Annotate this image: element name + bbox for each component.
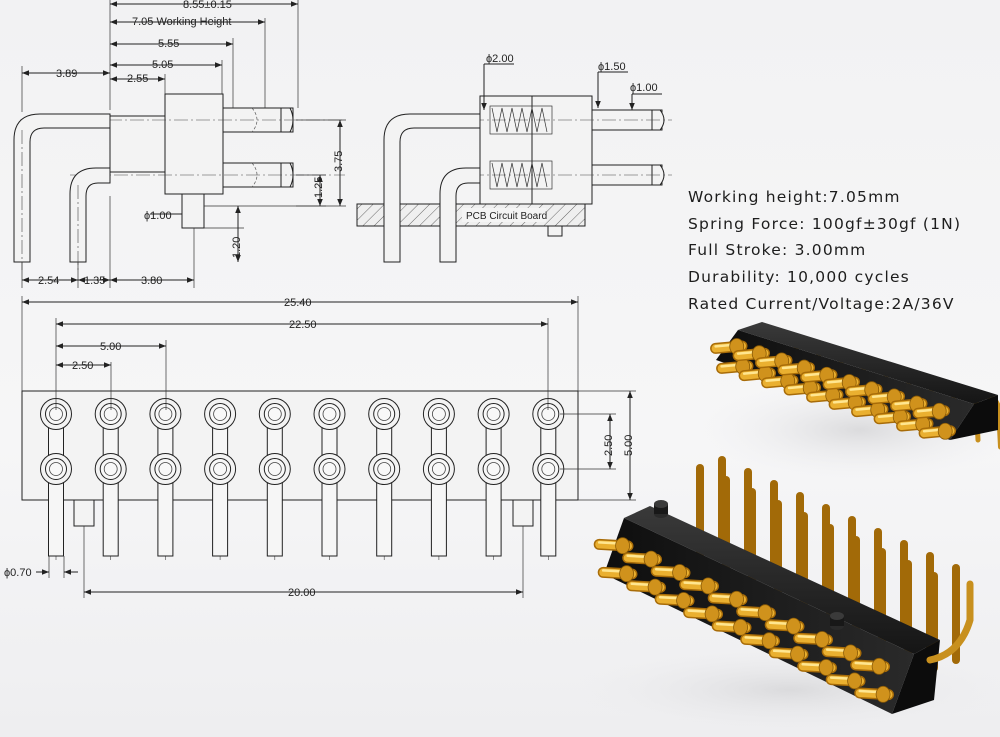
dim-phi-1-00-b: ϕ1.00	[630, 82, 658, 94]
front-post-right	[512, 499, 534, 527]
product-render-top	[700, 322, 1000, 480]
spec-full-stroke: Full Stroke: 3.00mm	[688, 241, 867, 260]
gold-pin	[851, 401, 889, 419]
dim-phi-1-50: ϕ1.50	[598, 61, 626, 73]
gold-pin	[654, 592, 695, 609]
dim-phi-0-70: ϕ0.70	[4, 567, 32, 579]
front-pin-column	[258, 398, 291, 560]
front-pin-column	[422, 398, 455, 560]
dim-2-54: 2.54	[38, 275, 59, 287]
dim-25-40: 25.40	[284, 297, 312, 309]
gold-pin	[716, 358, 754, 375]
dim-5-55: 5.55	[158, 38, 179, 50]
gold-pin	[768, 645, 809, 663]
dim-3-89: 3.89	[56, 68, 77, 80]
front-pin-column	[40, 398, 72, 560]
spec-durability: Durability: 10,000 cycles	[688, 268, 910, 287]
front-pin-column	[149, 398, 182, 560]
side-tail-upper	[13, 113, 111, 263]
dim-2-50: 2.50	[72, 360, 93, 372]
gold-pin	[711, 618, 752, 636]
spec-list: Working height:7.05mm Spring Force: 100g…	[688, 184, 961, 318]
front-pin-column	[368, 398, 401, 560]
gold-pin	[783, 379, 821, 397]
gold-pin	[896, 415, 934, 433]
dim-1-20: 1.20	[231, 237, 243, 258]
dim-22-50: 22.50	[289, 319, 317, 331]
gold-pin	[793, 631, 833, 648]
insulator-top-face	[738, 322, 998, 404]
insulator-top-face-b	[624, 506, 940, 654]
dim-5-00: 5.00	[100, 341, 121, 353]
gold-pin	[912, 402, 950, 420]
dim-3-75: 3.75	[333, 151, 345, 172]
spec-spring-force: Spring Force: 100gf±30gf (1N)	[688, 214, 962, 233]
gold-pin	[679, 577, 719, 595]
gold-pin	[736, 604, 776, 622]
pcb-label: PCB Circuit Board	[466, 211, 547, 222]
gold-pin	[873, 408, 911, 426]
front-view: 25.40 22.50 5.00 2.50 2.50 5.00 ϕ0.70 20…	[4, 296, 636, 599]
front-pin-column	[313, 398, 346, 560]
gold-pin	[683, 605, 723, 623]
gold-pin	[854, 685, 894, 703]
front-pin-column	[204, 398, 237, 560]
dim-phi-2-00: ϕ2.00	[486, 53, 514, 65]
gold-pin	[821, 644, 862, 662]
gold-pin	[828, 394, 866, 411]
gold-pin	[797, 659, 837, 676]
front-pin-column	[532, 398, 565, 560]
dim-overall: 8.55±0.15	[183, 0, 232, 11]
spec-working-height: Working height:7.05mm	[688, 188, 901, 206]
gold-pin	[622, 550, 662, 568]
product-render-bottom	[570, 456, 1000, 735]
side-tail-lower	[69, 167, 111, 263]
gold-pin	[593, 537, 634, 555]
dim-working-height: 7.05 Working Height	[132, 16, 231, 28]
side-view: 8.55±0.15 7.05 Working Height 5.55 5.05 …	[13, 0, 346, 288]
dim-phi-1-00: ϕ1.00	[144, 210, 172, 222]
dim-2-55: 2.55	[127, 73, 148, 85]
dim-5-00-v: 5.00	[623, 435, 635, 456]
gold-pin	[650, 564, 691, 581]
front-pin-column	[477, 398, 510, 560]
dim-1-35: 1.35	[84, 275, 105, 287]
side-housing-back	[109, 115, 166, 173]
gold-pin	[850, 657, 890, 675]
gold-pin	[777, 359, 815, 377]
gold-pin	[707, 590, 748, 608]
front-pin-column	[94, 398, 127, 560]
spec-rated: Rated Current/Voltage:2A/36V	[688, 294, 955, 313]
section-view: PCB Circuit Board ϕ2.00 ϕ1.50 ϕ1.00	[356, 53, 672, 263]
front-post-left	[73, 499, 95, 527]
gold-pin	[740, 632, 780, 650]
gold-pin	[626, 578, 666, 596]
dim-3-80: 3.80	[141, 275, 162, 287]
gold-pin	[825, 672, 866, 690]
dim-2-50-v: 2.50	[603, 435, 615, 456]
gold-pin	[867, 388, 905, 406]
side-housing-front	[164, 93, 224, 195]
gold-pin	[764, 617, 805, 635]
dim-5-05: 5.05	[152, 59, 173, 71]
side-locating-post	[181, 193, 205, 229]
dim-20-00: 20.00	[288, 587, 316, 599]
gold-pin	[918, 422, 956, 440]
gold-pin	[597, 565, 638, 583]
dim-1-25: 1.25	[313, 177, 325, 198]
